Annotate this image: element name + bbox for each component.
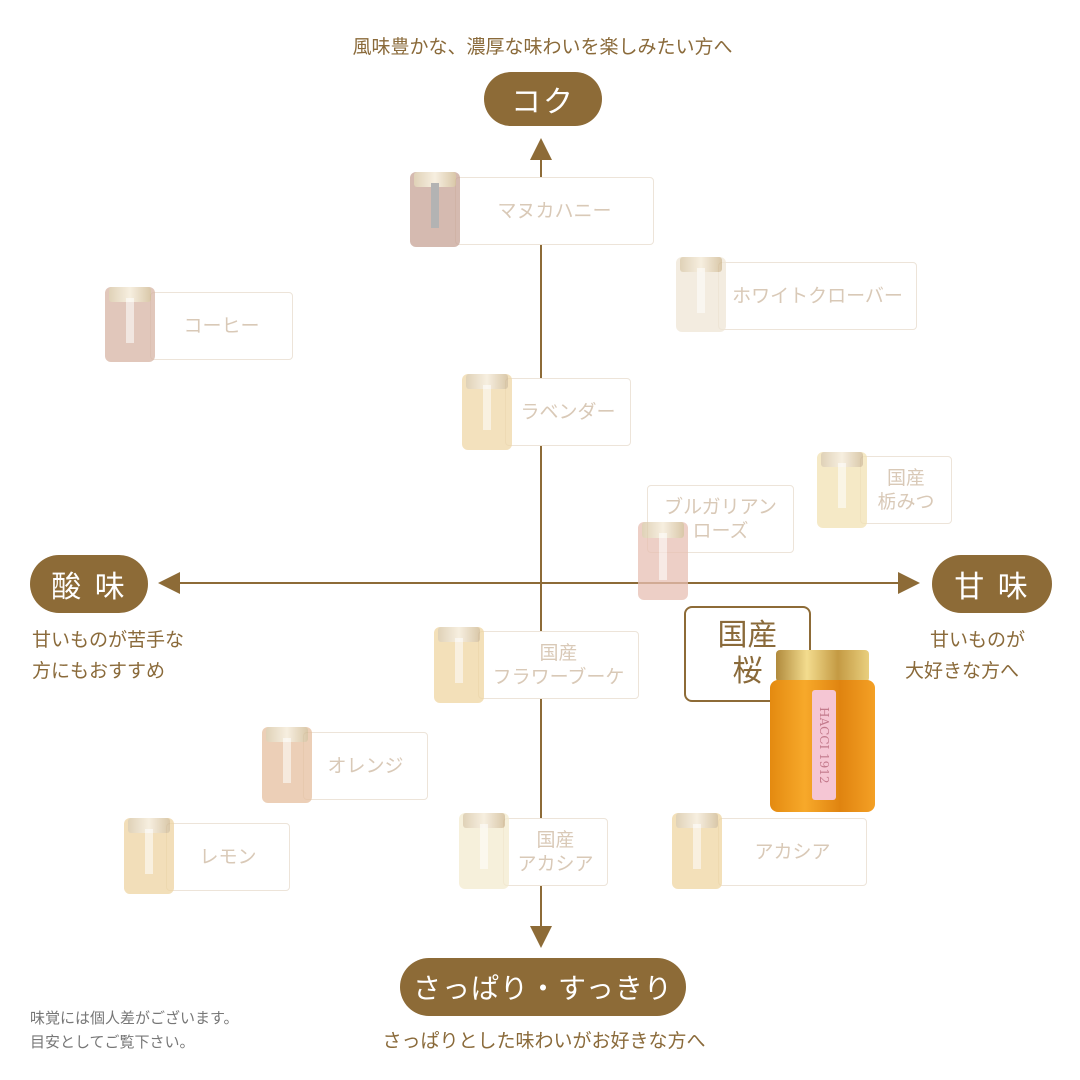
honey-jar-icon <box>676 257 726 332</box>
honey-jar-icon <box>817 452 867 528</box>
note-line-2: 目安としてご覧下さい。 <box>30 1033 195 1051</box>
product-label: 国産 <box>536 829 575 851</box>
product-label: マヌカハニー <box>497 200 612 222</box>
arrow-right-icon <box>898 572 920 594</box>
honey-jar-icon <box>459 813 509 889</box>
right-caption-1: 甘いものが <box>930 629 1026 651</box>
product-label: ローズ <box>692 520 749 542</box>
honey-jar-icon <box>434 627 484 703</box>
featured-label-1: 国産 <box>717 618 778 653</box>
honey-jar-icon <box>124 818 174 894</box>
disclaimer-note: 味覚には個人差がございます。 目安としてご覧下さい。 <box>30 1006 239 1054</box>
note-line-1: 味覚には個人差がございます。 <box>30 1009 239 1027</box>
honey-jar-icon <box>105 287 155 362</box>
right-caption-2: 大好きな方へ <box>905 660 1020 682</box>
product-label: 国産 <box>539 642 578 664</box>
axis-label-koku: コク <box>484 72 602 126</box>
product-label: ラベンダー <box>520 401 616 423</box>
vertical-axis <box>540 150 542 935</box>
left-caption-1: 甘いものが苦手な <box>32 629 185 651</box>
honey-jar-icon <box>638 522 688 600</box>
axis-label-sour: 酸 味 <box>30 555 148 613</box>
honey-jar-icon <box>462 374 512 450</box>
arrow-down-icon <box>530 926 552 948</box>
jar-label: HACCI 1912 <box>812 690 836 800</box>
sakura-honey-jar-icon: HACCI 1912 <box>770 650 875 812</box>
product-label: ホワイトクローバー <box>732 285 903 307</box>
product-label: アカシア <box>517 853 594 875</box>
product-label: オレンジ <box>327 755 404 777</box>
arrow-left-icon <box>158 572 180 594</box>
product-label: ブルガリアン <box>664 496 777 518</box>
product-label: フラワーブーケ <box>492 666 625 688</box>
honey-jar-icon <box>262 727 312 803</box>
left-caption-2: 方にもおすすめ <box>32 660 166 682</box>
honey-jar-icon <box>672 813 722 889</box>
product-label: アカシア <box>754 841 831 863</box>
bottom-caption: さっぱりとした味わいがお好きな方へ <box>382 1030 706 1052</box>
product-label: レモン <box>199 846 257 868</box>
arrow-up-icon <box>530 138 552 160</box>
horizontal-axis <box>170 582 910 584</box>
axis-label-sappari: さっぱり・すっきり <box>400 958 686 1016</box>
product-label: コーヒー <box>183 315 260 337</box>
honey-jar-icon <box>410 172 460 247</box>
product-label: 国産 <box>886 467 925 489</box>
top-caption: 風味豊かな、濃厚な味わいを楽しみたい方へ <box>352 36 733 58</box>
featured-label-2: 桜 <box>732 654 763 689</box>
axis-label-sweet: 甘 味 <box>932 555 1052 613</box>
product-label: 栃みつ <box>877 491 935 513</box>
